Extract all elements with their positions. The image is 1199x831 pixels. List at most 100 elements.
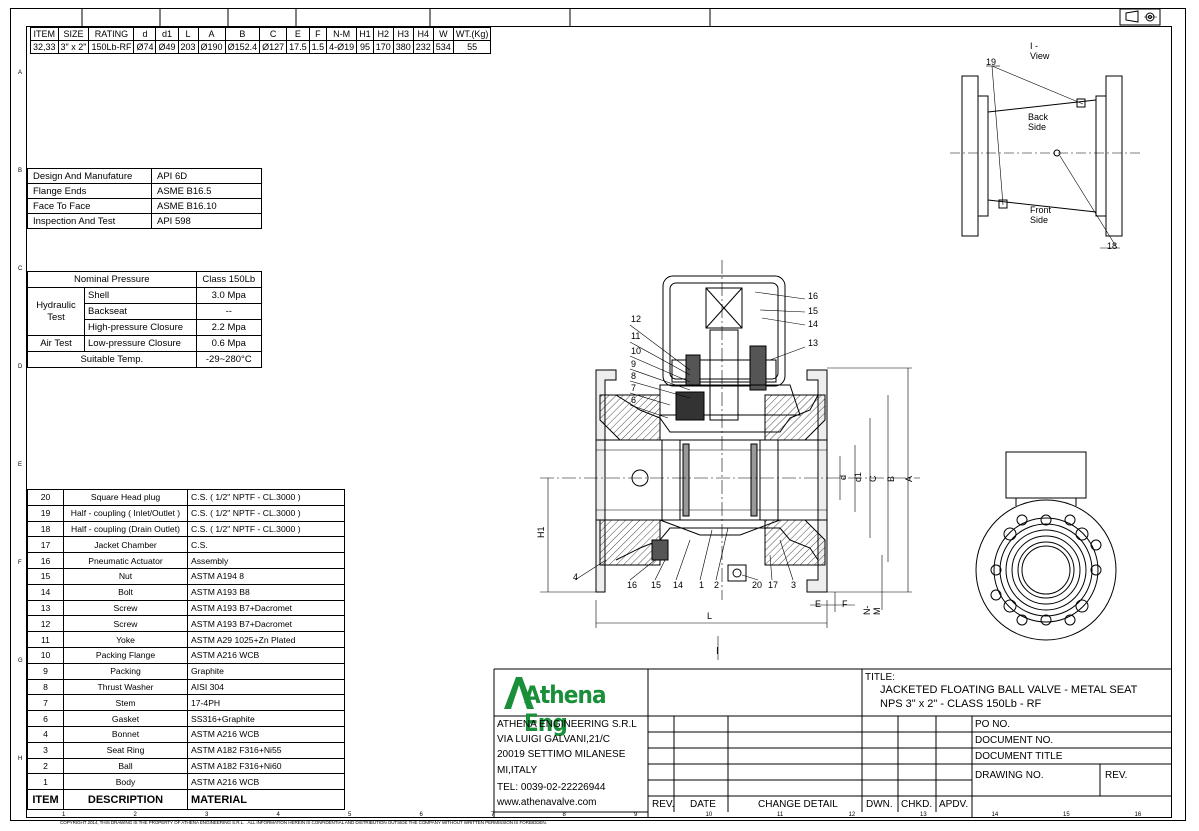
dim-value-cell: Ø190 [197, 40, 226, 54]
margin-number: 12 [848, 812, 856, 818]
balloon-15-top: 15 [808, 306, 819, 316]
title-line-1: JACKETED FLOATING BALL VALVE - METAL SEA… [880, 684, 1138, 696]
balloon-8: 8 [631, 371, 637, 381]
balloon-7: 7 [631, 383, 637, 393]
address-line-1: VIA LUIGI GALVANI,21/C [497, 734, 611, 745]
dim-value-cell: 4-Ø19 [326, 40, 358, 54]
drawing-number-label: DRAWING NO. [975, 770, 1044, 781]
balloon-6: 6 [631, 395, 637, 405]
dim-label-L: L [707, 611, 713, 621]
balloon-12: 12 [631, 314, 642, 324]
temp-value: -29~280°C [195, 351, 263, 368]
balloon-20: 20 [752, 580, 763, 590]
margin-number: 8 [562, 812, 566, 818]
margin-number: 11 [777, 812, 784, 818]
i-view-label: I - View [1030, 41, 1050, 61]
dim-value-cell: 203 [177, 40, 199, 54]
margin-number: 10 [705, 812, 713, 818]
margin-number: 6 [419, 812, 423, 818]
dim-label-B: B [886, 475, 896, 482]
section-mark: I [716, 646, 719, 657]
change-detail-column: CHANGE DETAIL [758, 799, 838, 810]
margin-number: 13 [920, 812, 927, 818]
bom-material: ASTM A216 WCB [187, 646, 345, 664]
margin-number: 2 [133, 812, 137, 818]
margin-number: 3 [205, 812, 209, 818]
document-title-label: DOCUMENT TITLE [975, 751, 1063, 762]
athena-logo: Athena Eng [500, 673, 642, 737]
margin-letter: H [18, 756, 23, 762]
drawing-frame [10, 8, 1186, 821]
projection-symbol-icon [1125, 10, 1157, 23]
dim-label-NM: N-M [862, 605, 882, 616]
margin-number: 5 [348, 812, 352, 818]
website-link[interactable]: www.athenavalve.com [497, 797, 597, 808]
dim-label-d1: d1 [853, 471, 863, 482]
margin-letter: B [18, 168, 23, 174]
pressure-table: Nominal Pressure Class 150Lb Hydraulic T… [27, 271, 263, 368]
front-side-label: Front Side [1030, 205, 1052, 225]
balloon-16-top: 16 [808, 291, 819, 301]
margin-letter: E [18, 462, 23, 468]
balloon-19: 19 [986, 57, 997, 67]
approved-column: APDV. [939, 799, 969, 810]
dim-value-cell: 17.5 [286, 40, 310, 54]
dimension-lines [540, 367, 912, 660]
date-column: DATE [690, 799, 716, 810]
projection-symbol-box [1119, 8, 1161, 26]
po-number-label: PO NO. [975, 719, 1011, 730]
bom-header-item: ITEM [27, 789, 64, 811]
revision-label: REV. [1105, 770, 1128, 781]
bom-header-material: MATERIAL [187, 789, 345, 811]
back-side-label: Back Side [1028, 112, 1049, 132]
margin-letter: D [18, 364, 23, 370]
balloon-3: 3 [791, 580, 797, 590]
drawing-border [26, 26, 1172, 818]
margin-number: 4 [276, 812, 280, 818]
dim-value-cell: 534 [432, 40, 454, 54]
balloon-14-bottom: 14 [673, 580, 684, 590]
balloon-16-bottom: 16 [627, 580, 638, 590]
telephone: TEL: 0039-02-22226944 [497, 782, 606, 793]
title-line-2: NPS 3" x 2" - CLASS 150Lb - RF [880, 698, 1042, 710]
margin-number: 16 [1134, 812, 1142, 818]
title-block-lines [493, 668, 1172, 818]
balloon-15-bottom: 15 [651, 580, 662, 590]
dim-label-F: F [842, 599, 848, 609]
rev-column: REV. [652, 799, 675, 810]
dim-value-cell: 55 [452, 40, 492, 54]
bom-header-row: ITEM DESCRIPTION MATERIAL [27, 789, 345, 811]
copyright-notice: COPYRIGHT 2014, THIS DRAWING IS THE PROP… [60, 820, 547, 825]
checked-column: CHKD. [901, 799, 933, 810]
leader-lines [574, 291, 806, 581]
company-name: ATHENA ENGINEERING S.R.L [497, 719, 637, 730]
dim-label-A: A [904, 475, 914, 482]
dim-label-d: d [838, 474, 848, 480]
dim-label-E: E [815, 599, 822, 609]
balloon-13: 13 [808, 338, 819, 348]
balloon-11: 11 [631, 331, 641, 341]
drawn-column: DWN. [866, 799, 893, 810]
margin-letter: C [18, 266, 23, 272]
logo-text: Athena Eng [524, 681, 607, 737]
logo-emblem-icon [504, 677, 534, 709]
address-line-2: 20019 SETTIMO MILANESE [497, 749, 626, 760]
margin-number: 1 [62, 812, 66, 818]
title-label: TITLE: [865, 672, 896, 683]
